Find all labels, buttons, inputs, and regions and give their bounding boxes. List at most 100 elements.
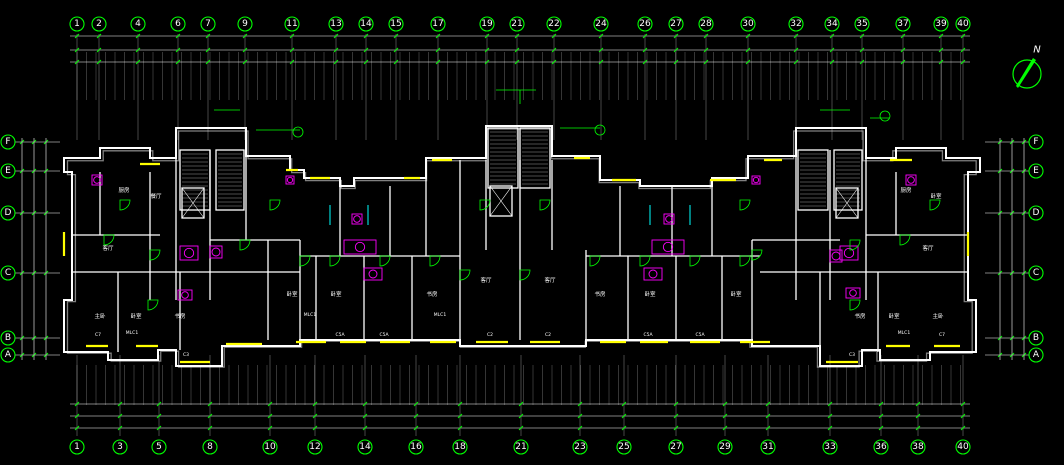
axis-bottom-31-label: 31 (762, 442, 773, 452)
door-swing (739, 199, 751, 211)
window-tag: C5A (643, 332, 653, 338)
dimension-tick (333, 59, 339, 65)
dimension-tick (859, 59, 865, 65)
dimension-tick (960, 401, 966, 407)
sanitary-fixture (845, 287, 861, 299)
dimension-tick (117, 413, 123, 419)
axis-top-28-label: 28 (700, 19, 712, 29)
dimension-tick (703, 59, 709, 65)
window-tag: C2 (487, 332, 493, 338)
dimension-tick (435, 59, 441, 65)
axis-row-right-A-circle (1028, 347, 1044, 363)
dimension-tick (745, 59, 751, 65)
dimension-tick (915, 413, 921, 419)
axis-top-2-circle (91, 16, 107, 32)
dimension-tick (598, 47, 604, 53)
dimension-tick (117, 401, 123, 407)
fixture-basin (181, 291, 189, 299)
axis-row-left-F-circle (0, 134, 16, 150)
door-swing (751, 249, 763, 261)
axis-bottom-3-circle (112, 439, 128, 455)
fixture-basin (211, 247, 221, 257)
dimension-tick (393, 33, 399, 39)
dimension-tick (74, 401, 80, 407)
dimension-tick (363, 59, 369, 65)
axis-row-right-F-label: F (1033, 137, 1038, 147)
axis-row-left-D-circle (0, 205, 16, 221)
sanitary-fixture (209, 245, 223, 259)
axis-bottom-31-circle (760, 439, 776, 455)
door-swing (849, 299, 861, 311)
dimension-tick (621, 401, 627, 407)
axis-top-40-label: 40 (957, 19, 969, 29)
dimension-tick (722, 413, 728, 419)
dimension-tick (915, 401, 921, 407)
grid-lines (76, 34, 964, 436)
dimension-tick (156, 401, 162, 407)
axis-top-26-label: 26 (639, 19, 651, 29)
window-tag: MLC1 (126, 330, 139, 336)
master-bed-left: 主卧 (94, 312, 106, 320)
door-swing (149, 249, 161, 261)
axis-bottom-27-circle (668, 439, 684, 455)
dimension-tick (765, 413, 771, 419)
dimension-tick (938, 33, 944, 39)
door-swing (119, 199, 131, 211)
door-swing (519, 269, 531, 281)
door-swing (539, 199, 551, 211)
dimension-tick (621, 413, 627, 419)
study-mid2: 书房 (594, 290, 606, 298)
dimension-tick (242, 47, 248, 53)
bedroom-left: 卧室 (130, 312, 142, 320)
axis-top-37-label: 37 (897, 19, 908, 29)
dimension-tick (435, 33, 441, 39)
fixture-basin (93, 176, 101, 184)
dimension-tick (267, 413, 273, 419)
elevator-cross (489, 185, 513, 217)
axis-top-39-label: 39 (935, 19, 947, 29)
core-box (179, 149, 211, 211)
axis-bottom-38-circle (910, 439, 926, 455)
dimension-tick (878, 401, 884, 407)
axis-row-right-C-circle (1028, 265, 1044, 281)
axis-top-11-circle (284, 16, 300, 32)
axis-bottom-14-circle (357, 439, 373, 455)
fixture-basin (183, 247, 195, 259)
dimension-tick (393, 47, 399, 53)
core-box (519, 127, 551, 189)
fixture-basin (831, 251, 841, 261)
axis-bottom-25-circle (616, 439, 632, 455)
axis-bottom-1-circle (69, 439, 85, 455)
elevator-cross (181, 187, 205, 219)
sanitary-fixture (177, 289, 193, 301)
axis-bottom-33-label: 33 (824, 442, 835, 452)
dimension-tick (960, 59, 966, 65)
axis-row-right-F-circle (1028, 134, 1044, 150)
dimension-tick (175, 59, 181, 65)
sanitary-fixture (179, 245, 199, 261)
north-arrow: N (1012, 45, 1042, 89)
window-tag: C7 (939, 332, 945, 338)
dimension-tick (96, 33, 102, 39)
dimension-tick (960, 425, 966, 431)
dimension-tick (827, 425, 833, 431)
axis-row-left-D-label: D (5, 208, 12, 218)
fixture-basin (843, 247, 855, 259)
bedroom-right2: 卧室 (930, 192, 942, 200)
window-tag: C5A (379, 332, 389, 338)
dimension-tick (514, 47, 520, 53)
axis-bottom-16-label: 16 (410, 442, 422, 452)
dimension-tick (673, 425, 679, 431)
axis-top-4-circle (130, 16, 146, 32)
window-tag: C3 (183, 352, 189, 358)
dining-left: 餐厅 (150, 192, 162, 200)
dimension-tick (312, 401, 318, 407)
dimension-tick (938, 59, 944, 65)
dimension-tick (827, 413, 833, 419)
door-swing (329, 255, 341, 267)
axis-row-left-A-label: A (5, 350, 12, 360)
dimension-tick (363, 33, 369, 39)
north-label: N (1033, 45, 1041, 56)
dimension-tick (703, 33, 709, 39)
